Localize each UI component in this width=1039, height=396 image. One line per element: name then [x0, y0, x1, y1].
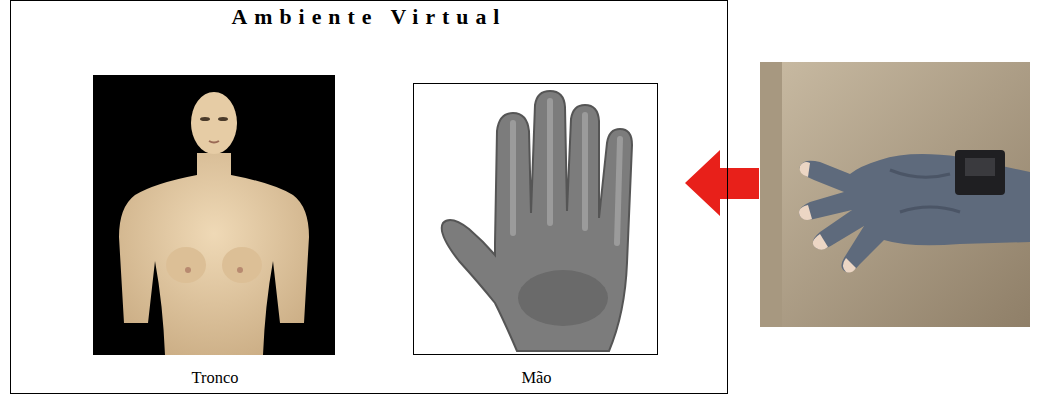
red-arrow — [685, 150, 759, 216]
virtual-environment-box: Ambiente VirtualTronco Mão — [10, 0, 728, 394]
panel-caption: Mão — [414, 368, 659, 388]
box-title: Ambiente Virtual — [11, 1, 727, 30]
hand-render — [414, 84, 658, 355]
panel-caption: Tronco — [94, 368, 336, 388]
torso-panel: Tronco — [94, 76, 336, 394]
torso-render — [93, 75, 335, 355]
glove-photo — [760, 62, 1030, 327]
hand-panel: Mão — [414, 84, 659, 394]
